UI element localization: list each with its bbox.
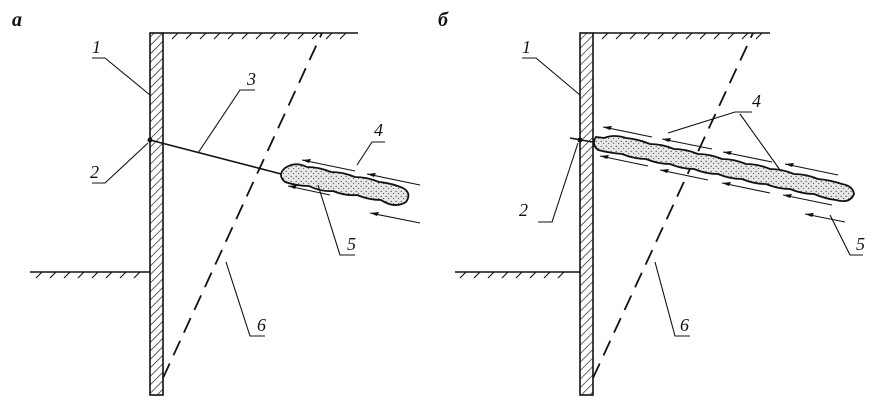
panel-b: б: [438, 9, 865, 396]
grout-body: [280, 163, 410, 206]
svg-text:5: 5: [347, 234, 356, 254]
callout-4: 4: [356, 120, 385, 166]
callout-5: 5: [829, 214, 865, 256]
ground-surface-excavation: [455, 271, 580, 279]
callout-5: 5: [317, 184, 356, 256]
svg-text:3: 3: [246, 69, 256, 89]
svg-text:1: 1: [522, 37, 531, 57]
slip-plane-line: [592, 32, 754, 379]
panel-a: а: [12, 9, 421, 396]
svg-text:6: 6: [680, 315, 689, 335]
callout-4: 4: [667, 91, 781, 171]
svg-text:6: 6: [257, 315, 266, 335]
callout-6: 6: [654, 261, 690, 337]
ground-surface-top: [163, 32, 358, 40]
callout-1: 1: [92, 37, 151, 96]
anchor-tendon: [149, 139, 286, 176]
slip-plane-line: [162, 32, 323, 379]
retaining-wall: [149, 32, 164, 396]
svg-text:4: 4: [374, 120, 383, 140]
grout-body: [593, 135, 855, 203]
friction-arrows: [599, 126, 846, 223]
retaining-wall: [579, 32, 594, 396]
callout-6: 6: [225, 261, 266, 337]
callout-1: 1: [522, 37, 581, 96]
friction-arrows: [287, 159, 421, 224]
anchor-head: [147, 137, 153, 143]
ground-surface-excavation: [30, 271, 150, 279]
callout-2: 2: [90, 142, 149, 184]
callout-2: 2: [519, 142, 579, 223]
svg-text:2: 2: [90, 162, 99, 182]
svg-text:4: 4: [752, 91, 761, 111]
callout-3: 3: [197, 69, 256, 154]
svg-text:2: 2: [519, 200, 528, 220]
svg-text:1: 1: [92, 37, 101, 57]
panel-a-label: а: [12, 9, 22, 31]
panel-b-label: б: [438, 9, 449, 31]
ground-surface-top: [593, 32, 770, 40]
svg-text:5: 5: [856, 234, 865, 254]
